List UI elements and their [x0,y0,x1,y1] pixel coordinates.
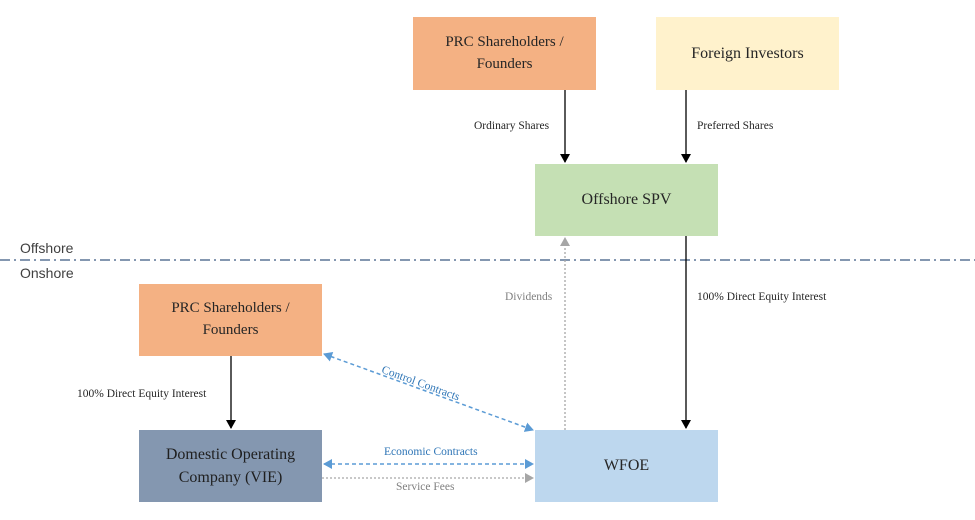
box-line: Founders [202,322,259,338]
onshore-label: Onshore [20,265,74,281]
box-line: Offshore SPV [581,191,672,209]
box-line: Foreign Investors [691,44,804,62]
box-line: Domestic Operating [165,445,296,463]
box-line: PRC Shareholders / [171,300,290,317]
arrow-control-contracts [323,352,534,432]
box-line: WFOE [603,457,650,475]
box-line: PRC Shareholders / [445,33,564,50]
prc-shareholders-offshore-box: PRC Shareholders / Founders [413,17,596,90]
prc-shareholders-onshore-box: PRC Shareholders / Founders [139,284,322,356]
dividends-label: Dividends [505,291,553,303]
preferred-shares-label: Preferred Shares [697,120,774,132]
box-line: Company (VIE) [178,469,283,486]
spv-equity-interest-label: 100% Direct Equity Interest [697,291,827,303]
prc-equity-interest-label: 100% Direct Equity Interest [77,388,207,400]
box-line: Founders [476,55,533,72]
service-fees-label: Service Fees [396,481,455,493]
economic-contracts-label: Economic Contracts [384,446,478,458]
wfoe-box: WFOE [535,430,718,502]
ordinary-shares-label: Ordinary Shares [474,120,550,132]
domestic-operating-company-box: Domestic Operating Company (VIE) [139,430,322,502]
offshore-spv-box: Offshore SPV [535,164,718,236]
offshore-label: Offshore [20,240,74,256]
foreign-investors-box: Foreign Investors [656,17,839,90]
